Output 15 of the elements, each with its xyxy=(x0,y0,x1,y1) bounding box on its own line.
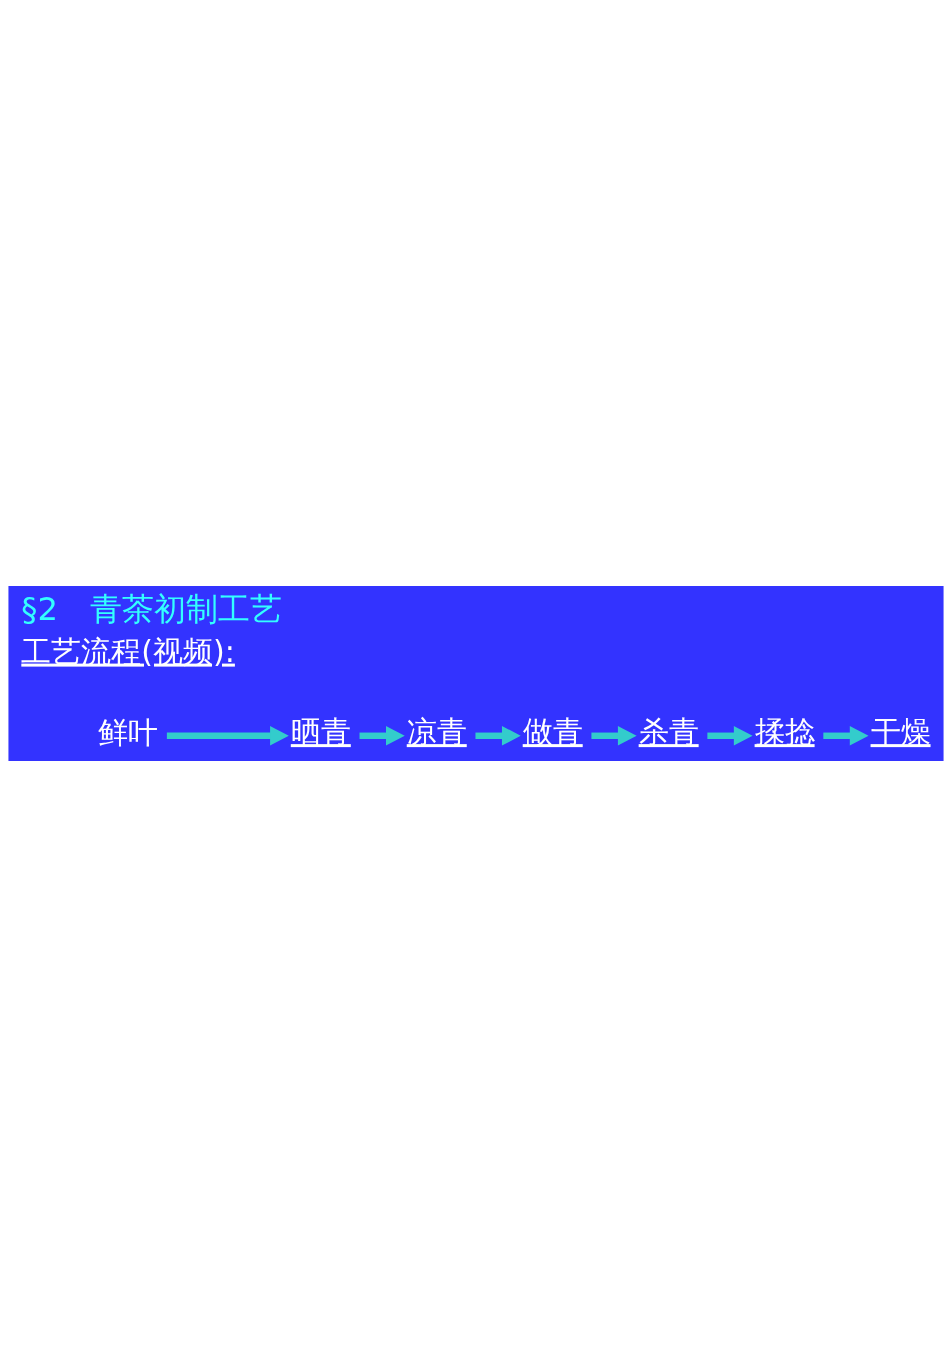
arrow xyxy=(823,725,869,746)
node-text: 鲜叶 xyxy=(98,715,159,751)
node-text: 杀青 xyxy=(638,714,699,750)
arrow xyxy=(591,725,637,746)
node-text: 揉捻 xyxy=(754,714,815,750)
diagram-title: §2 青茶初制工艺 xyxy=(21,590,282,629)
node-text: 干燥 xyxy=(870,714,931,750)
node-text: 晒青 xyxy=(290,714,351,750)
arrow xyxy=(166,725,289,746)
label: 工艺流程(视频): xyxy=(21,633,235,669)
arrow xyxy=(707,725,753,746)
arrow xyxy=(359,725,405,746)
arrow xyxy=(475,725,521,746)
node-text: 做青 xyxy=(522,714,583,750)
node-text: 凉青 xyxy=(406,714,467,750)
